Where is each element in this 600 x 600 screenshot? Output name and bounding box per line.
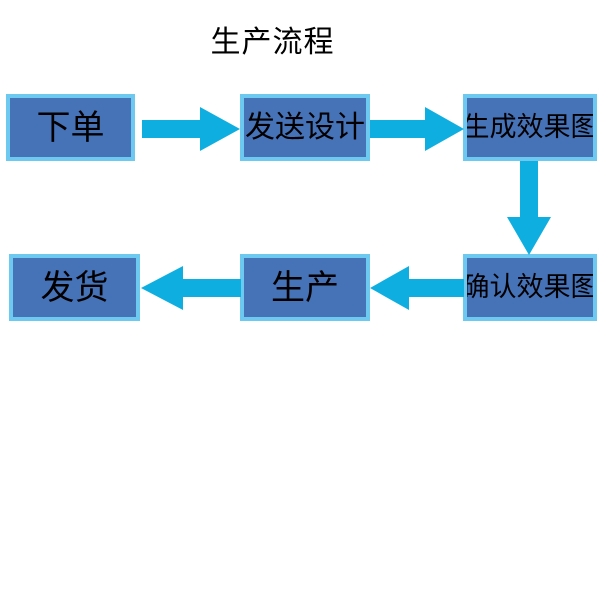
arrow-down-icon-shengchengxiaoguotu-to-querenxiaoguotu bbox=[506, 161, 552, 255]
flow-node-xiadan[interactable]: 下单 bbox=[6, 94, 135, 161]
flow-node-fasongsheji[interactable]: 发送设计 bbox=[240, 94, 370, 161]
flow-node-label: 确认效果图 bbox=[463, 272, 597, 303]
flow-node-label: 发送设计 bbox=[245, 109, 365, 145]
flow-node-label: 生产 bbox=[271, 267, 339, 308]
flow-node-fahuo[interactable]: 发货 bbox=[9, 254, 140, 321]
arrow-right-icon-xiadan-to-fasongsheji bbox=[142, 106, 240, 152]
arrow-left-icon-shengchan-to-fahuo bbox=[141, 264, 241, 312]
arrow-left-icon-querenxiaoguotu-to-shengchan bbox=[370, 264, 464, 312]
flow-node-label: 生成效果图 bbox=[463, 112, 597, 143]
flow-node-label: 发货 bbox=[40, 267, 109, 308]
flow-node-label: 下单 bbox=[36, 107, 105, 148]
flow-node-shengchengxiaoguotu[interactable]: 生成效果图 bbox=[463, 94, 597, 161]
diagram-title: 生产流程 bbox=[210, 25, 335, 60]
flow-node-shengchan[interactable]: 生产 bbox=[240, 254, 370, 321]
arrow-right-icon-fasongsheji-to-shengchengxiaoguotu bbox=[370, 106, 464, 152]
flow-node-querenxiaoguotu[interactable]: 确认效果图 bbox=[463, 254, 597, 321]
